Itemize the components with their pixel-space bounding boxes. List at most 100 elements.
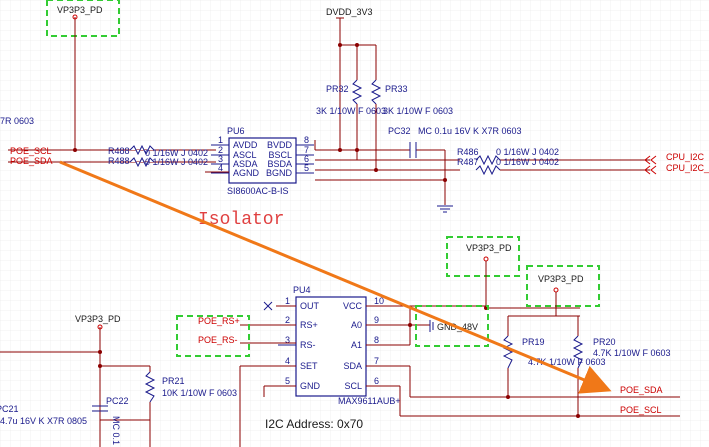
pr21-ref: PR21 <box>162 376 185 386</box>
pc21-value: 4.7u 16V K X7R 0805 <box>0 416 87 426</box>
pu4-pin-name-scl: SCL <box>344 381 362 391</box>
pc22-value: MC 0.1 <box>111 416 121 445</box>
pr32-value: 3K 1/10W F 0603 <box>316 106 386 116</box>
pu4-pin-name-a1: A1 <box>351 340 362 350</box>
r488a-ref: R488 <box>108 146 130 156</box>
pu4-pin-number-3: 3 <box>285 335 290 345</box>
pu4-pin-number-2: 2 <box>285 315 290 325</box>
pu6-part: SI8600AC-B-IS <box>227 186 289 196</box>
pu4-pin-number-8: 8 <box>374 335 379 345</box>
r487-ref: R487 <box>457 157 479 167</box>
pu6-pin-name-bvdd: BVDD <box>267 140 293 150</box>
pr21-value: 10K 1/10W F 0603 <box>162 388 237 398</box>
i2c-address-note: I2C Address: 0x70 <box>265 417 363 431</box>
pu4-pin-name-out: OUT <box>300 301 320 311</box>
capacitor-pc32: PC32 MC 0.1u 16V K X7R 0603 <box>388 126 522 158</box>
vp3p3-mid1-label: VP3P3_PD <box>466 243 512 253</box>
resistor-pr19: PR19 4.7K 1/10W F 0603 <box>502 335 606 369</box>
pu6-wiring <box>8 140 650 205</box>
net-poe-rs-minus: POE_RS- <box>198 335 238 345</box>
pu4-pin-name-rs: RS+ <box>300 320 318 330</box>
pu4-part: MAX9611AUB+ <box>338 396 401 406</box>
pu6-ref: PU6 <box>227 126 245 136</box>
pu4-pin-name-vcc: VCC <box>343 301 363 311</box>
no-connect-out <box>263 301 273 311</box>
r486-ref: R486 <box>457 147 479 157</box>
pu6-pin-number-8: 8 <box>304 135 309 145</box>
net-poe-sda-right: POE_SDA <box>620 385 663 395</box>
pr33-ref: PR33 <box>385 84 408 94</box>
pr32-ref: PR32 <box>326 84 349 94</box>
vp3p3-left-label: VP3P3_PD <box>75 314 121 324</box>
pu4-pin-name-rs: RS- <box>300 340 316 350</box>
pu6-pin-number-3: 3 <box>218 154 223 164</box>
pu6-pin-name-asda: ASDA <box>233 159 258 169</box>
power-flag-vp3p3-top: VP3P3_PD <box>46 0 120 150</box>
pc32-ref: PC32 <box>388 126 411 136</box>
pr19-value: 4.7K 1/10W F 0603 <box>528 357 606 367</box>
partial-7r0603-label: 7R 0603 <box>0 116 34 126</box>
pr20-value: 4.7K 1/10W F 0603 <box>593 348 671 358</box>
r488b-ref: R488 <box>108 156 130 166</box>
pu6-pin-number-4: 4 <box>218 163 223 173</box>
resistor-r487: R487 0 1/16W J 0402 <box>457 157 559 176</box>
offpage-connector-cpu-i2c <box>644 155 657 175</box>
pu6-pin-name-bsda: BSDA <box>267 159 292 169</box>
pu6-pin-name-agnd: AGND <box>233 168 260 178</box>
isolator-annotation: Isolator <box>198 210 284 230</box>
pu6-pin-name-bscl: BSCL <box>268 150 292 160</box>
pu4-pin-number-5: 5 <box>285 376 290 386</box>
net-cpu-i2c-2: CPU_I2C_ <box>666 163 709 173</box>
net-poe-scl-right: POE_SCL <box>620 405 662 415</box>
resistor-r488a: R488 0 1/16W J 0402 <box>108 144 208 158</box>
pc22-ref: PC22 <box>106 396 129 406</box>
pu6-pin-number-7: 7 <box>304 145 309 155</box>
pu6-pin-name-avdd: AVDD <box>233 140 258 150</box>
resistor-r488b: R488 0 1/16W J 0402 <box>108 156 208 168</box>
resistor-pr21: PR21 10K 1/10W F 0603 <box>144 371 237 403</box>
pu4-pin-number-6: 6 <box>374 376 379 386</box>
r488b-value: 0 1/16W J 0402 <box>145 157 208 167</box>
pr33-value: 3K 1/10W F 0603 <box>383 106 453 116</box>
pu4-pin-number-4: 4 <box>285 356 290 366</box>
pu4-pin-name-gnd: GND <box>300 381 321 391</box>
power-flag-vp3p3-mid1: VP3P3_PD <box>446 236 520 308</box>
capacitor-pc22: PC22 MC 0.1 <box>92 396 129 445</box>
resistor-pr20: PR20 4.7K 1/10W F 0603 <box>572 335 671 369</box>
pu6-pin-name-bgnd: BGND <box>266 168 293 178</box>
r488a-value: 0 1/16W J 0402 <box>145 148 208 158</box>
r486-value: 0 1/16W J 0402 <box>496 147 559 157</box>
pu4-pin-number-1: 1 <box>285 296 290 306</box>
pc21-ref: PC21 <box>0 404 19 414</box>
poe-rs-group: POE_RS+ POE_RS- <box>176 315 250 357</box>
pu4-pin-name-a0: A0 <box>351 320 362 330</box>
resistor-pr32: PR32 3K 1/10W F 0603 <box>316 79 386 150</box>
resistor-pr33: PR33 3K 1/10W F 0603 <box>370 79 453 160</box>
net-poe-scl-left: POE_SCL <box>10 146 52 156</box>
pr20-ref: PR20 <box>593 337 616 347</box>
pu4-pin-number-7: 7 <box>374 356 379 366</box>
pc32-value: MC 0.1u 16V K X7R 0603 <box>418 126 522 136</box>
pu4-pin-name-sda: SDA <box>343 361 362 371</box>
pu6-pin-name-ascl: ASCL <box>233 150 257 160</box>
vp3p3-top-label: VP3P3_PD <box>57 5 103 15</box>
pu4-pin-number-9: 9 <box>374 315 379 325</box>
dvdd-label: DVDD_3V3 <box>326 7 373 17</box>
pr19-ref: PR19 <box>522 337 545 347</box>
pu4-pin-name-set: SET <box>300 361 318 371</box>
pu6-pin-number-6: 6 <box>304 154 309 164</box>
net-poe-rs-plus: POE_RS+ <box>198 316 240 326</box>
annotation-arrow <box>59 160 612 394</box>
net-cpu-i2c-1: CPU_I2C <box>666 152 705 162</box>
power-flag-vp3p3-left: VP3P3_PD <box>75 314 121 330</box>
pu4-ref: PU4 <box>293 285 311 295</box>
pu6-pin-number-1: 1 <box>218 135 223 145</box>
vp3p3-mid2-label: VP3P3_PD <box>538 274 584 284</box>
pu6-pin-number-5: 5 <box>304 163 309 173</box>
power-rail-dvdd: DVDD_3V3 <box>326 7 377 150</box>
net-poe-sda-left: POE_SDA <box>10 156 53 166</box>
pu6-pin-number-2: 2 <box>218 145 223 155</box>
